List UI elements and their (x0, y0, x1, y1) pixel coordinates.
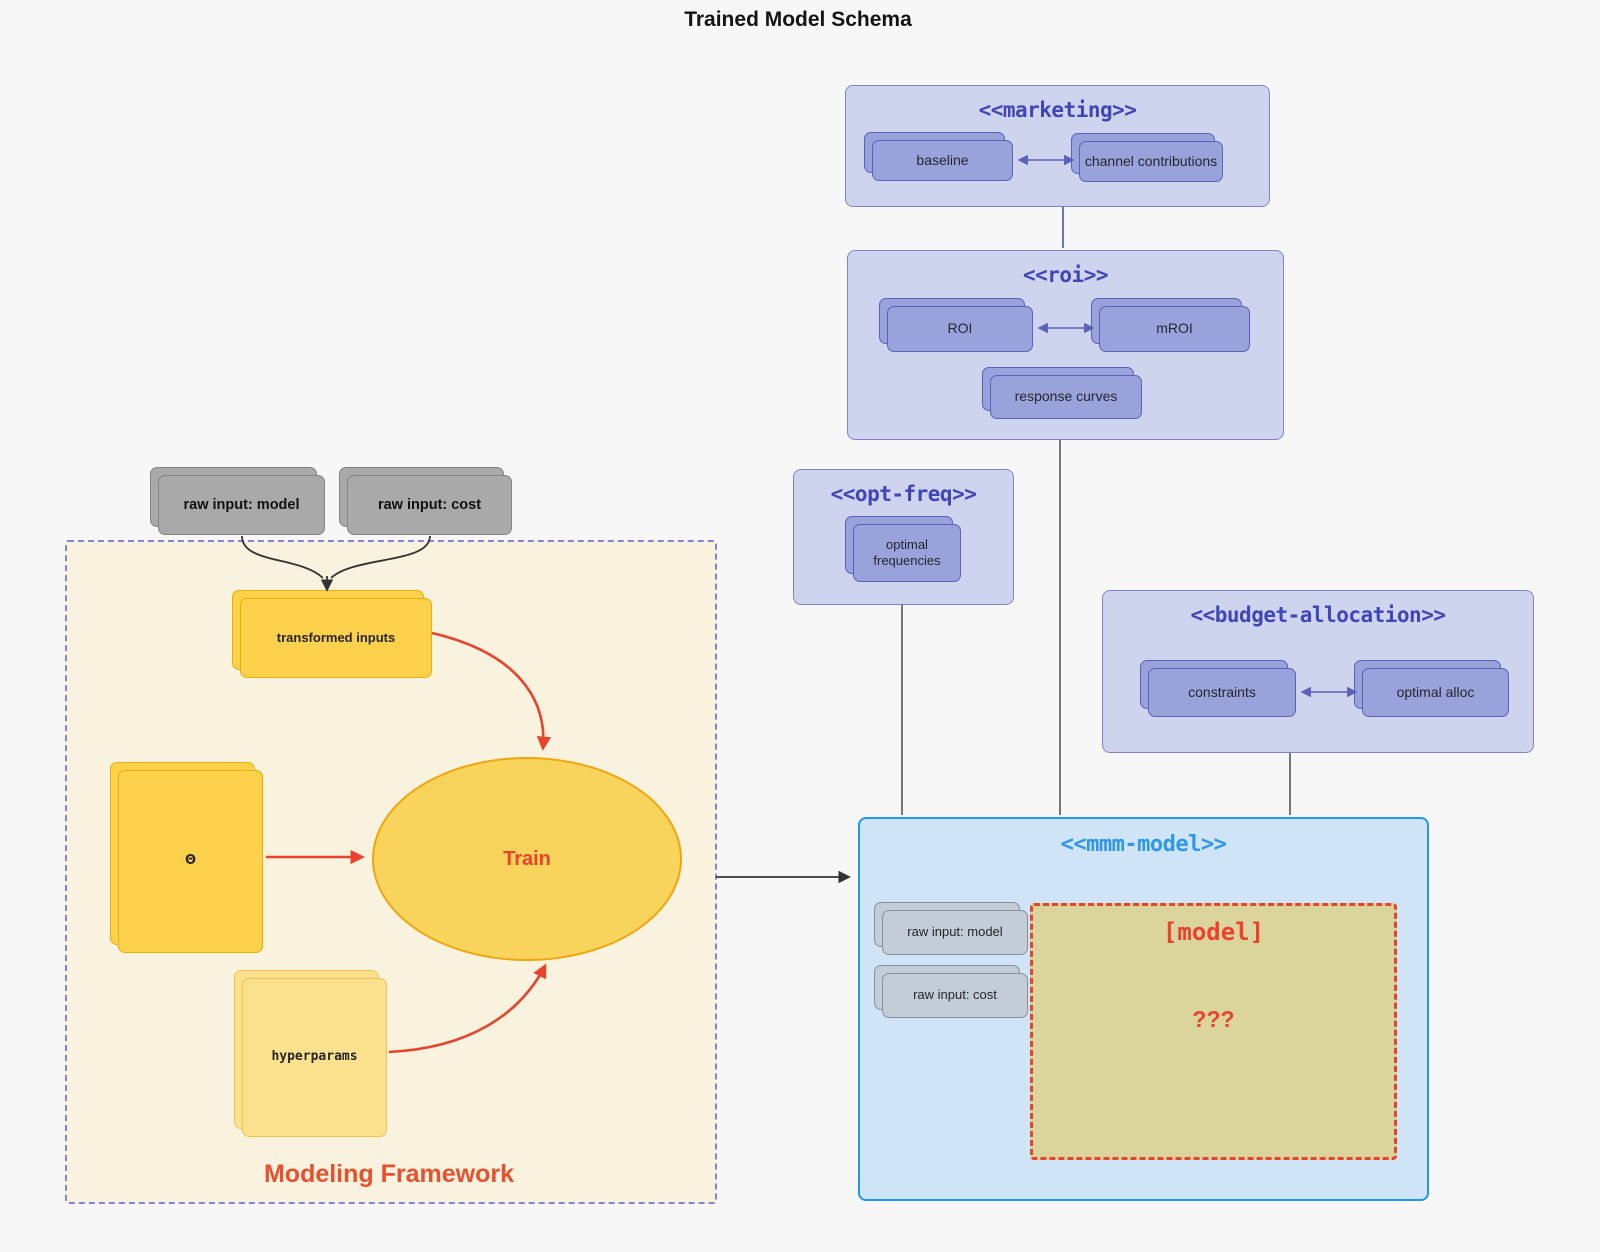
diagram-title: Trained Model Schema (684, 8, 912, 31)
node-optimal-alloc: optimal alloc (1354, 660, 1509, 717)
node-model-placeholder-title: [model] (1162, 918, 1265, 946)
node-hyperparams-label: hyperparams (242, 978, 387, 1137)
node-model-unknown-label: ??? (1192, 1006, 1235, 1032)
modeling-framework-label: Modeling Framework (263, 1160, 515, 1188)
node-optimal-frequencies-label: optimal frequencies (853, 524, 961, 582)
node-constraints: constraints (1140, 660, 1296, 717)
node-optimal-frequencies: optimal frequencies (845, 516, 961, 582)
node-response-curves-label: response curves (990, 375, 1142, 419)
subgraph-mmm-model-title: <<mmm-model>> (1060, 832, 1227, 857)
node-mmm-raw-input-cost: raw input: cost (874, 965, 1028, 1018)
node-mmm-raw-input-model-label: raw input: model (882, 910, 1028, 955)
node-raw-input-model-label: raw input: model (158, 475, 325, 535)
node-raw-input-cost-label: raw input: cost (347, 475, 512, 535)
node-train: Train (372, 757, 682, 961)
subgraph-budget-allocation-title: <<budget-allocation>> (1190, 603, 1446, 627)
node-raw-input-model: raw input: model (150, 467, 325, 535)
node-mmm-raw-input-cost-label: raw input: cost (882, 973, 1028, 1018)
node-mroi: mROI (1091, 298, 1250, 352)
node-channel-contributions: channel contributions (1071, 133, 1223, 182)
subgraph-opt-freq-title: <<opt-freq>> (830, 482, 977, 506)
node-theta: Θ (110, 762, 263, 953)
node-baseline-label: baseline (872, 140, 1013, 181)
node-transformed-inputs: transformed inputs (232, 590, 432, 678)
node-baseline: baseline (864, 132, 1013, 181)
node-hyperparams: hyperparams (234, 970, 387, 1137)
node-theta-label: Θ (118, 770, 263, 953)
node-train-label: Train (503, 847, 551, 870)
node-roi-label: ROI (887, 306, 1033, 352)
subgraph-marketing-title: <<marketing>> (978, 98, 1137, 122)
node-transformed-inputs-label: transformed inputs (240, 598, 432, 678)
node-raw-input-cost: raw input: cost (339, 467, 512, 535)
subgraph-roi-title: <<roi>> (1022, 263, 1109, 287)
node-optimal-alloc-label: optimal alloc (1362, 668, 1509, 717)
node-roi: ROI (879, 298, 1033, 352)
node-response-curves: response curves (982, 367, 1142, 419)
node-model-placeholder: [model] ??? (1030, 903, 1397, 1160)
node-mroi-label: mROI (1099, 306, 1250, 352)
node-mmm-raw-input-model: raw input: model (874, 902, 1028, 955)
node-channel-contributions-label: channel contributions (1079, 141, 1223, 182)
node-constraints-label: constraints (1148, 668, 1296, 717)
